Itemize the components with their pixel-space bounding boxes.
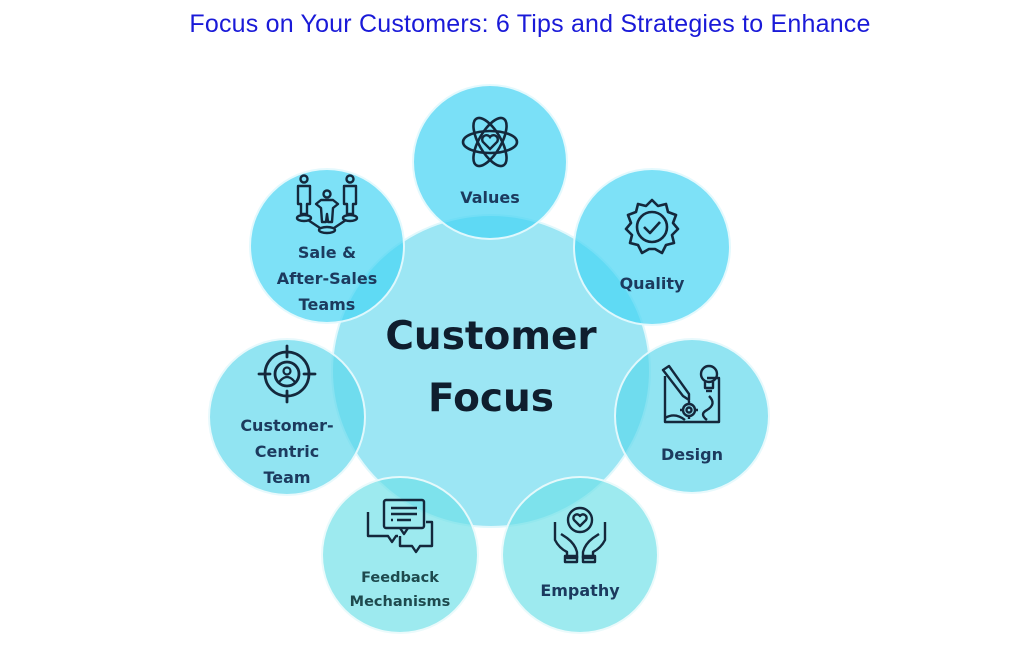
hands-heart-icon [549, 506, 611, 564]
node-empathy: Empathy [501, 476, 659, 634]
node-values: Values [412, 84, 568, 240]
node-quality: Quality [573, 168, 731, 326]
center-label-line2: Focus [428, 376, 554, 421]
team-people-icon [294, 174, 360, 238]
node-design: Design [614, 338, 770, 494]
badge-check-icon [622, 197, 682, 259]
node-label: Customer- Centric Team [240, 416, 334, 487]
atom-heart-icon [460, 113, 520, 171]
node-sale-after-sales-teams: Sale & After-Sales Teams [249, 168, 405, 324]
page-title: Focus on Your Customers: 6 Tips and Stra… [189, 10, 871, 38]
node-label: Empathy [540, 581, 620, 600]
node-customer-centric-team: Customer- Centric Team [208, 338, 366, 496]
chat-bubbles-icon [364, 496, 436, 560]
node-label: Values [460, 188, 520, 207]
node-feedback-mechanisms: Feedback Mechanisms [321, 476, 479, 634]
center-label-line1: Customer [385, 314, 597, 359]
node-label: Design [661, 445, 723, 464]
center-label: Customer Focus [385, 306, 596, 430]
node-label: Quality [619, 274, 685, 293]
node-label: Sale & After-Sales Teams [276, 243, 378, 314]
node-label: Feedback Mechanisms [349, 570, 451, 610]
design-blueprint-icon [659, 364, 725, 428]
target-user-icon [256, 343, 318, 405]
